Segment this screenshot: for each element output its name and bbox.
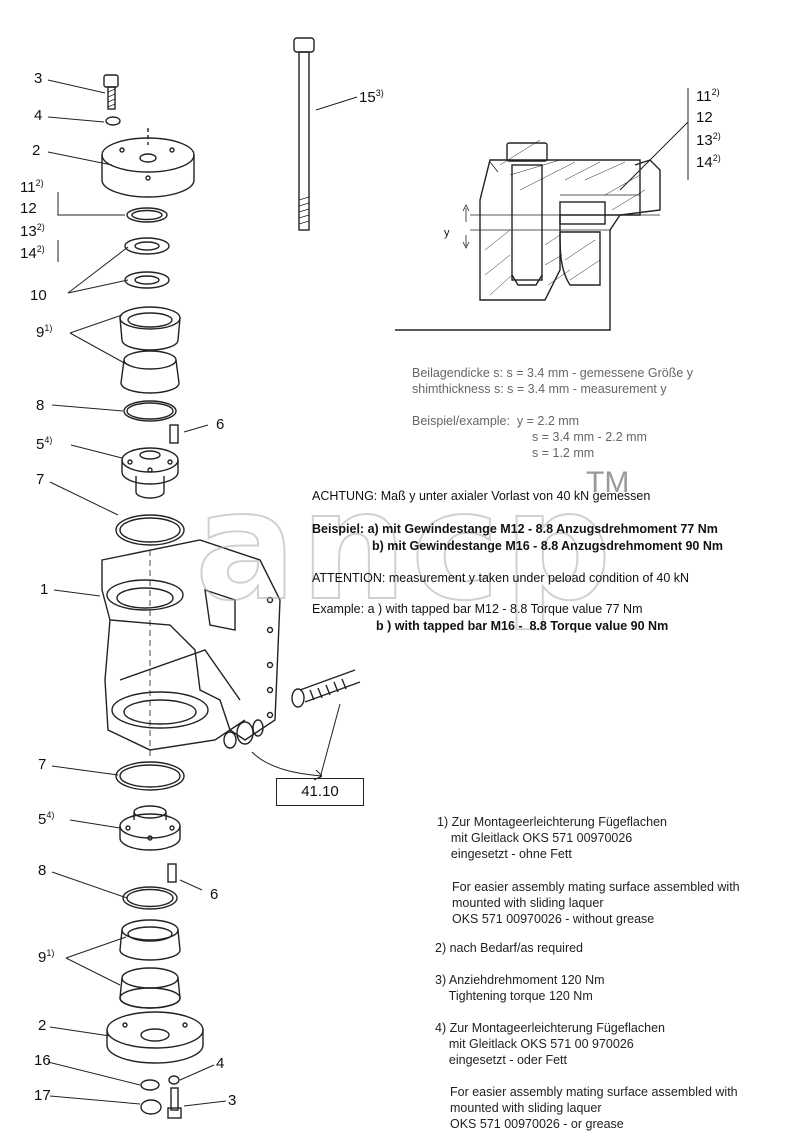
shim-rings [124,207,170,289]
bolt-3-top [103,74,119,110]
bearing-cone-9-lower-b [119,967,181,1009]
flange-2-lower [106,1011,204,1064]
callout-5-upper: 54) [36,435,53,453]
long-bolt-15 [293,37,315,231]
steering-knuckle-housing-1 [101,539,281,760]
callout-1: 1 [40,581,49,598]
callout-17: 17 [34,1087,51,1104]
callout-6-lower: 6 [210,886,219,903]
footnote-1-de: 1) Zur Montageerleichterung Fügeflachen … [437,815,667,861]
o-ring-8-lower [122,886,178,910]
snap-ring-7-upper [115,514,185,546]
watermark: ancp [194,459,616,635]
callout-13-right: 132) [696,131,721,149]
callout-5-lower: 54) [38,810,55,828]
callout-16: 16 [34,1052,51,1069]
warning-en: ATTENTION: measurement y taken under pel… [312,571,690,585]
flange-2-top [101,128,195,198]
callout-11-right: 112) [696,87,720,105]
callout-12-right: 12 [696,109,713,126]
footnote-4-en: For easier assembly mating surface assem… [450,1085,738,1131]
callout-13-left: 132) [20,222,45,240]
washer-4-top [105,116,121,126]
pivot-pin-5-lower [119,805,181,883]
o-ring-8-upper [123,400,177,422]
callout-12-left: 12 [20,200,37,217]
bearing-cone-9-upper [119,306,181,351]
reference-box-41-10: 41.10 [276,778,364,806]
callout-3-top: 3 [34,70,43,87]
callout-3-lower: 3 [228,1092,237,1109]
callout-7-upper: 7 [36,471,45,488]
bearing-cone-9-lower-a [119,919,181,961]
section-detail [395,139,661,331]
callout-14-right: 142) [696,153,721,171]
shim-text-en: shimthickness s: s = 3.4 mm - measuremen… [412,382,667,396]
callout-11-left: 112) [20,178,44,196]
callout-10: 10 [30,287,47,304]
lower-fasteners [140,1075,182,1119]
warning-de-example-b: b) mit Gewindestange M16 - 8.8 Anzugsdre… [372,539,723,553]
footnote-1-en: For easier assembly mating surface assem… [452,880,740,926]
footnote-4-de: 4) Zur Montageerleichterung Fügeflachen … [435,1021,665,1067]
warning-de: ACHTUNG: Maß y unter axialer Vorlast von… [312,489,651,503]
callout-8-lower: 8 [38,862,47,879]
callout-9-lower: 91) [38,948,55,966]
shim-example-result: s = 1.2 mm [532,446,595,460]
pivot-pin-5-upper [121,424,179,499]
footnote-2: 2) nach Bedarf/as required [435,941,584,955]
warning-en-example-a: Example: a ) with tapped bar M12 - 8.8 T… [312,602,643,616]
footnote-3: 3) Anziehdrehmoment 120 Nm Tightening to… [435,973,605,1003]
callout-2-lower: 2 [38,1017,47,1034]
shim-example-calc: s = 3.4 mm - 2.2 mm [532,430,647,444]
leader-lines [47,79,689,1107]
bearing-cone-9-lower [120,350,180,394]
shim-text-de: Beilagendicke s: s = 3.4 mm - gemessene … [412,366,694,380]
warning-de-example-a: Beispiel: a) mit Gewindestange M12 - 8.8… [312,522,718,536]
callout-2-top: 2 [32,142,41,159]
warning-en-example-b: b ) with tapped bar M16 - 8.8 Torque val… [376,619,669,633]
snap-ring-7-lower [115,761,185,791]
trademark-symbol: TM [586,466,630,499]
callout-9-upper: 91) [36,323,53,341]
callout-14-left: 142) [20,244,45,262]
callout-6-upper: 6 [216,416,225,433]
callout-15: 153) [359,88,384,106]
callout-4-lower: 4 [216,1055,225,1072]
callout-8-upper: 8 [36,397,45,414]
callout-4-top: 4 [34,107,43,124]
callout-7-lower: 7 [38,756,47,773]
adjust-screw-assembly [223,669,361,749]
dimension-y-label: y [444,227,450,239]
shim-example: Beispiel/example: y = 2.2 mm [412,414,580,428]
